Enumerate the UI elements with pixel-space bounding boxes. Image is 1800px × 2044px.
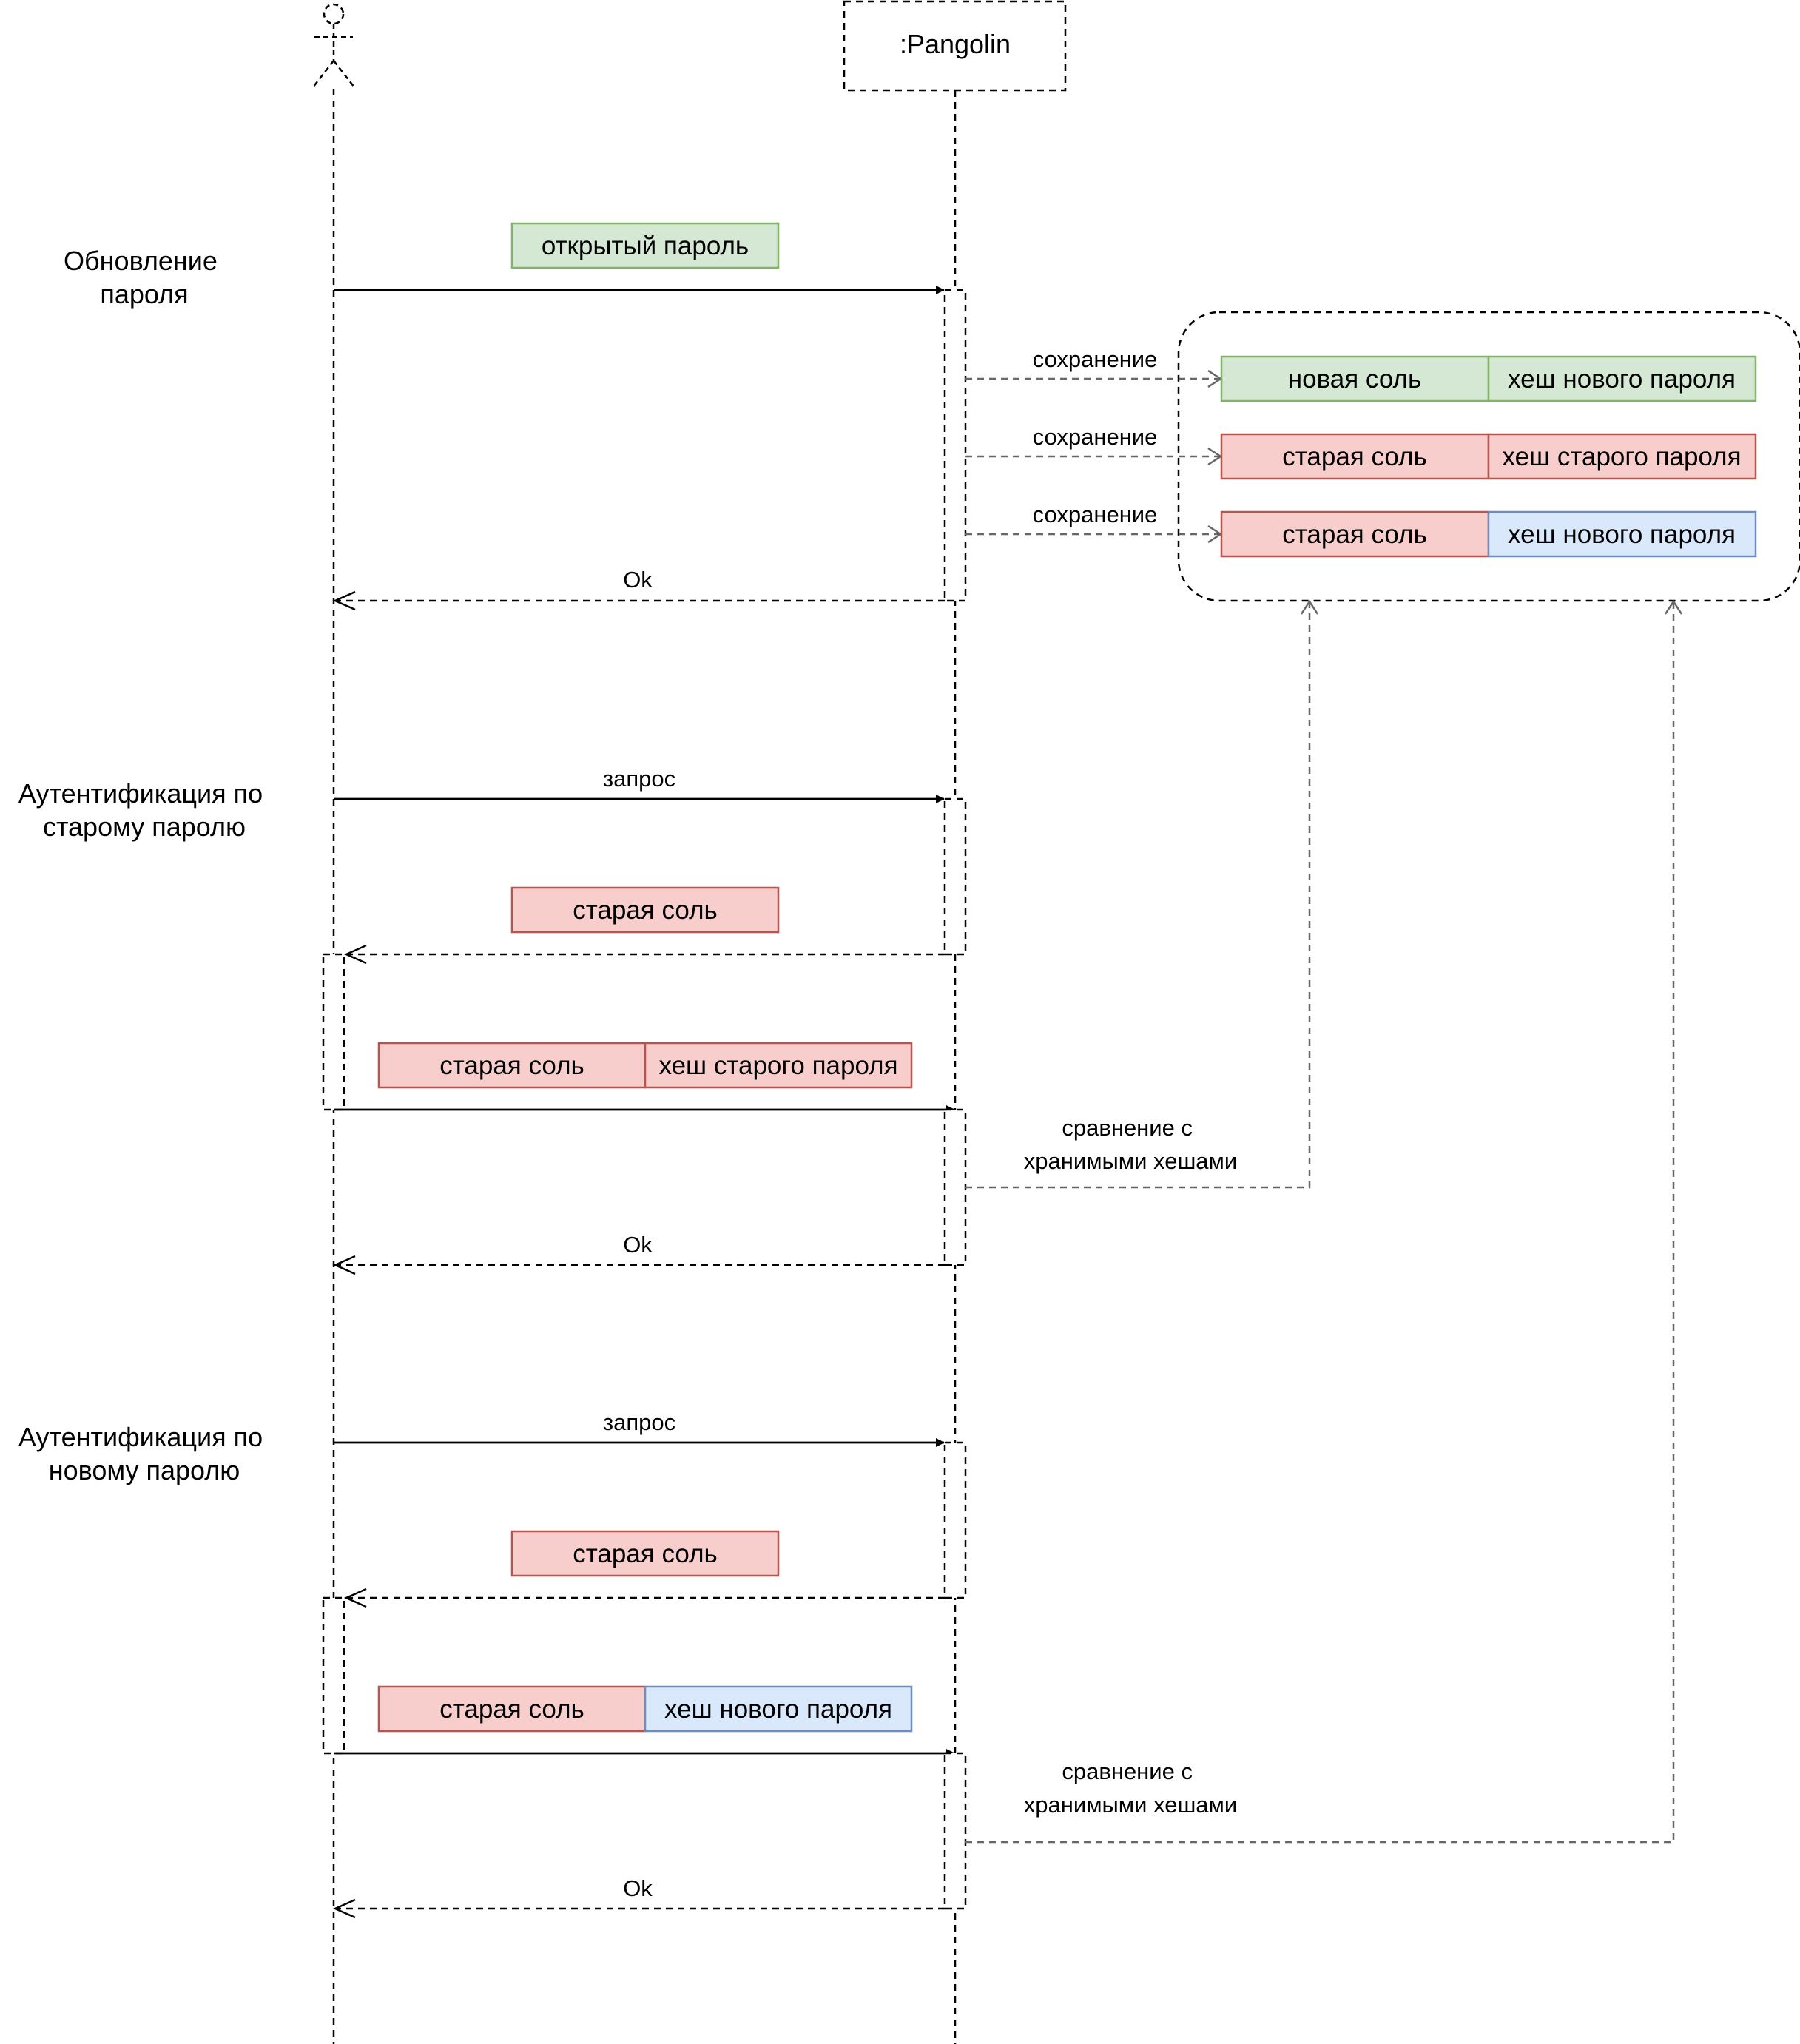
- activation-pangolin-3: [943, 1108, 967, 1266]
- box-credentials-old: старая соль хеш старого пароля: [377, 1042, 913, 1089]
- actor-leg-left: [312, 60, 334, 88]
- participant-pangolin-label: :Pangolin: [900, 29, 1011, 59]
- compare-arrow-1: [965, 601, 1311, 1189]
- box-plain-password: открытый пароль: [510, 222, 780, 269]
- save-label-3: сохранение: [1033, 502, 1158, 527]
- box-old-salt-response-2-label: старая соль: [573, 1539, 717, 1568]
- return-ok-label-1: Ok: [623, 567, 653, 593]
- stored-mixed-hash-label: хеш нового пароля: [1508, 520, 1736, 549]
- section-auth-old-label: Аутентификация по старому паролю: [18, 778, 270, 842]
- request-label-2: запрос: [603, 1409, 675, 1435]
- stored-old-salt-label: старая соль: [1282, 442, 1426, 471]
- actor-user: [312, 3, 355, 88]
- participant-pangolin: :Pangolin: [843, 0, 1067, 92]
- stored-record-mixed: старая соль хеш нового пароля: [1220, 510, 1757, 558]
- credentials-new-salt-label: старая соль: [439, 1695, 584, 1724]
- actor-head: [323, 3, 345, 25]
- return-ok-label-3: Ok: [623, 1875, 653, 1901]
- return-ok-2-head: [332, 1255, 356, 1275]
- stored-mixed-salt-label: старая соль: [1282, 520, 1426, 549]
- return-ok-3-head: [332, 1898, 356, 1919]
- box-old-salt-response-1: старая соль: [510, 886, 780, 934]
- section-auth-new-label: Аутентификация по новому паролю: [18, 1422, 270, 1485]
- actor-leg-right: [333, 60, 355, 88]
- return-salt-2-head: [343, 1588, 367, 1608]
- activation-pangolin-4: [943, 1441, 967, 1599]
- return-salt-1-head: [343, 944, 367, 965]
- compare-arrow-2: [965, 601, 1675, 1844]
- stored-new-salt-label: новая соль: [1288, 365, 1421, 394]
- activation-pangolin-1: [943, 289, 967, 602]
- stored-record-new: новая соль хеш нового пароля: [1220, 355, 1757, 402]
- compare-label-2: сравнение с хранимыми хешами: [1024, 1758, 1237, 1818]
- activation-pangolin-5: [943, 1752, 967, 1910]
- activation-pangolin-2: [943, 797, 967, 956]
- box-old-salt-response-1-label: старая соль: [573, 896, 717, 925]
- box-plain-password-label: открытый пароль: [542, 232, 749, 260]
- credentials-new-hash-label: хеш нового пароля: [664, 1695, 892, 1724]
- return-ok-1-head: [332, 590, 356, 611]
- activation-actor-1: [322, 953, 345, 1111]
- stored-old-hash-label: хеш старого пароля: [1502, 442, 1741, 471]
- credentials-old-hash-label: хеш старого пароля: [658, 1051, 897, 1080]
- stored-new-hash-label: хеш нового пароля: [1508, 365, 1736, 394]
- activation-actor-2: [322, 1596, 345, 1755]
- save-label-1: сохранение: [1033, 346, 1158, 372]
- compare-arrow-1-head: [1300, 599, 1319, 615]
- save-label-2: сохранение: [1033, 424, 1158, 450]
- box-old-salt-response-2: старая соль: [510, 1530, 780, 1577]
- request-label-1: запрос: [603, 766, 675, 792]
- section-update-label: Обновление пароля: [64, 246, 225, 309]
- compare-label-1: сравнение с хранимыми хешами: [1024, 1115, 1237, 1174]
- stored-record-old: старая соль хеш старого пароля: [1220, 433, 1757, 480]
- box-credentials-new: старая соль хеш нового пароля: [377, 1685, 913, 1733]
- credentials-old-salt-label: старая соль: [439, 1051, 584, 1080]
- compare-arrow-2-head: [1664, 599, 1683, 615]
- return-ok-label-2: Ok: [623, 1232, 653, 1258]
